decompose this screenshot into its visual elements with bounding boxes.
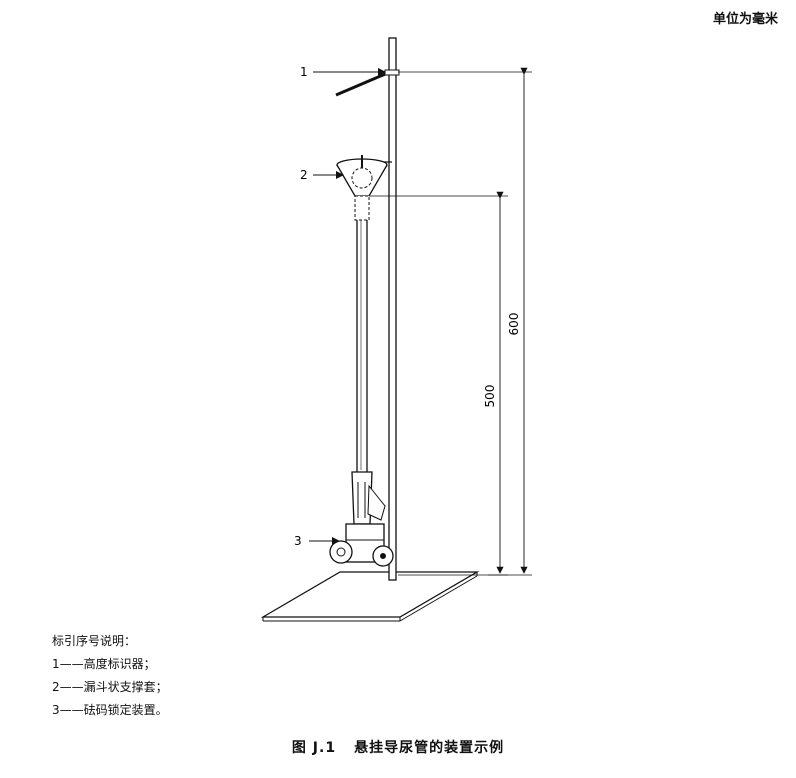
legend-item: 3——砝码锁定装置。 (52, 703, 168, 717)
figure-title: 悬挂导尿管的装置示例 (354, 740, 505, 756)
funnel-support (336, 155, 388, 221)
dimension-500: 500 (370, 191, 508, 576)
stand-rod (388, 37, 397, 581)
legend-title: 标引序号说明： (52, 634, 137, 648)
weight-lock-device (329, 471, 394, 567)
dimension-600: 600 (398, 67, 532, 576)
figure-number: 图 J.1 (291, 740, 337, 756)
legend-item: 1——高度标识器； (52, 657, 156, 671)
legend: 标引序号说明： 1——高度标识器； 2——漏斗状支撑套； 3——砝码锁定装置。 (52, 630, 168, 722)
callout-3: 3 (294, 534, 302, 548)
callout-1: 1 (300, 65, 308, 79)
dimension-500-label: 500 (483, 385, 497, 408)
dimension-600-label: 600 (507, 313, 521, 336)
figure-caption: 图 J.1 悬挂导尿管的装置示例 (0, 737, 796, 757)
unit-note: 单位为毫米 (712, 12, 778, 27)
catheter-tube (356, 220, 368, 472)
height-marker (335, 70, 391, 97)
legend-item: 2——漏斗状支撑套； (52, 680, 168, 694)
callout-2: 2 (300, 168, 308, 182)
